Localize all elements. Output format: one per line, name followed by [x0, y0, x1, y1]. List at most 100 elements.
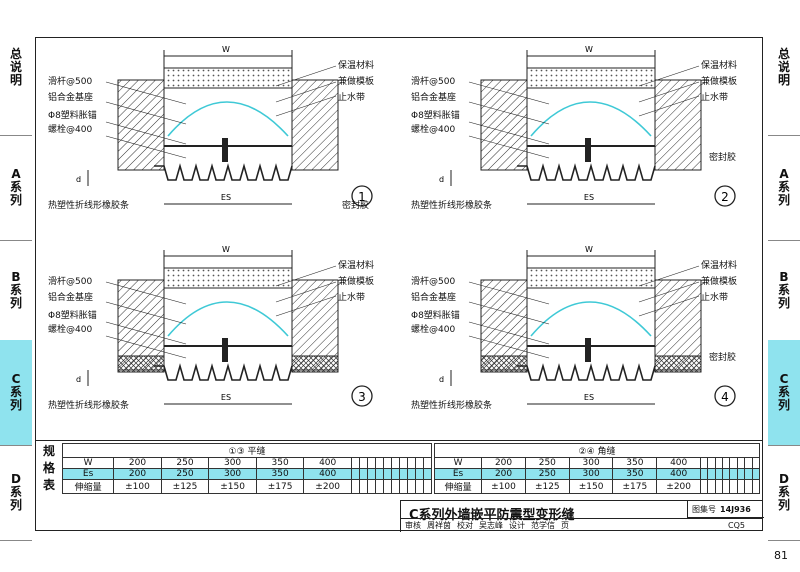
spec-cell: ±150: [568, 479, 614, 494]
spec-table-corner: ②④ 角缝 W 200 250 300 350 400 Es 200 250 3…: [433, 443, 761, 494]
dimension-d: d: [76, 175, 81, 184]
right-label: 保温材料: [338, 61, 375, 71]
spec-cell: Es: [61, 468, 115, 480]
spec-cell: 400: [656, 457, 702, 469]
section-tab-char: 总: [777, 47, 790, 61]
left-label: 铝合金基座: [411, 293, 457, 303]
right-label: 止水带: [701, 293, 729, 303]
spec-cell: ±200: [303, 479, 352, 494]
section-tab-char: 系: [9, 282, 22, 297]
spec-cell: ±100: [113, 479, 162, 494]
section-tab-char: 说: [9, 60, 22, 74]
section-tab-char: A: [779, 167, 789, 181]
page-code: CQ5: [728, 521, 745, 530]
section-tab-char: D: [11, 472, 21, 486]
section-tab[interactable]: 总说明: [0, 0, 32, 136]
spec-row-label: 规 格 表: [38, 443, 60, 494]
section-tab-char: 系: [777, 385, 790, 399]
right-label: 兼做模板: [701, 77, 738, 87]
section-tab-char: 列: [9, 498, 22, 512]
section-tab-char: 系: [777, 485, 790, 499]
right-label: 兼做模板: [701, 277, 738, 287]
section-tab[interactable]: 总说明: [768, 0, 800, 136]
spec-row-label-char: 表: [42, 478, 55, 492]
spec-row-label-char: 规: [42, 444, 55, 458]
check-name: 吴志峰: [479, 521, 503, 530]
right-label: 保温材料: [338, 261, 375, 271]
spec-cell: 350: [255, 468, 305, 480]
page-number: 81: [774, 549, 788, 562]
section-tab-char: 列: [9, 295, 22, 310]
spec-cell: 300: [208, 457, 257, 469]
section-tab-char: 明: [777, 73, 790, 87]
section-tab-char: 总: [9, 47, 22, 61]
left-label: 铝合金基座: [48, 293, 94, 303]
left-label: 螺栓@400: [411, 125, 456, 135]
spec-cell: 200: [113, 468, 162, 480]
review-name: 周祥茵: [427, 521, 451, 530]
section-tab-char: 系: [9, 180, 22, 194]
spec-row-es: Es 200 250 300 350 400: [433, 468, 761, 480]
left-label: 热塑性折线形橡胶条: [411, 201, 493, 211]
dimension-w: W: [585, 245, 593, 254]
detail-number: 2: [721, 190, 729, 204]
section-tab-char: 列: [777, 193, 790, 207]
section-tab-char: 系: [777, 282, 790, 297]
spec-cell: 250: [524, 468, 570, 480]
section-tab-char: C: [779, 372, 789, 386]
section-tab-char: 列: [777, 398, 790, 412]
right-label-sealant: 密封胶: [709, 353, 737, 363]
section-tab-char: 列: [9, 398, 22, 412]
left-label: 滑杆@500: [48, 277, 93, 287]
spec-cell: ±125: [160, 479, 210, 494]
detail-number: 4: [721, 390, 729, 404]
spec-cell: 400: [656, 468, 702, 480]
left-label: Φ8塑料胀锚: [411, 311, 460, 321]
dimension-w: W: [585, 45, 593, 54]
left-label: 滑杆@500: [48, 77, 93, 87]
dimension-es: ES: [221, 193, 231, 202]
section-tab-char: B: [11, 269, 21, 284]
drawing-title: C系列外墙嵌平防震型变形缝: [409, 508, 575, 523]
section-tab-char: 说: [777, 60, 790, 74]
detail-number: 1: [358, 190, 366, 204]
spec-cell: Es: [433, 468, 483, 480]
left-label: 螺栓@400: [48, 325, 93, 335]
spec-cell: 250: [524, 457, 570, 469]
dimension-d: d: [439, 375, 444, 384]
spec-table-flat: ①③ 平缝 W 200 250 300 350 400 Es 200 250 3…: [61, 443, 433, 494]
spec-cell: ±175: [255, 479, 305, 494]
detail-number: 3: [358, 390, 366, 404]
right-label: 保温材料: [701, 61, 738, 71]
spec-header-corner: ②④ 角缝: [434, 443, 760, 458]
spec-header-flat: ①③ 平缝: [62, 443, 432, 458]
right-label: 止水带: [338, 293, 366, 303]
dimension-es: ES: [584, 193, 594, 202]
dimension-w: W: [222, 45, 230, 54]
left-label: 铝合金基座: [411, 93, 457, 103]
spec-cell: 200: [481, 457, 526, 469]
design-name: 范学信: [531, 521, 555, 530]
spec-row-es: Es 200 250 300 350 400: [61, 468, 433, 480]
spec-cell: 400: [303, 457, 352, 469]
left-label: 螺栓@400: [48, 125, 93, 135]
section-tab-char: 明: [9, 73, 22, 87]
review-label: 审核: [405, 521, 421, 530]
atlas-label: 图集号: [692, 504, 716, 514]
left-label: Φ8塑料胀锚: [48, 311, 97, 321]
dimension-d: d: [76, 375, 81, 384]
left-label: 热塑性折线形橡胶条: [48, 401, 130, 411]
left-label: Φ8塑料胀锚: [411, 111, 460, 121]
section-tab-char: 列: [9, 193, 22, 207]
